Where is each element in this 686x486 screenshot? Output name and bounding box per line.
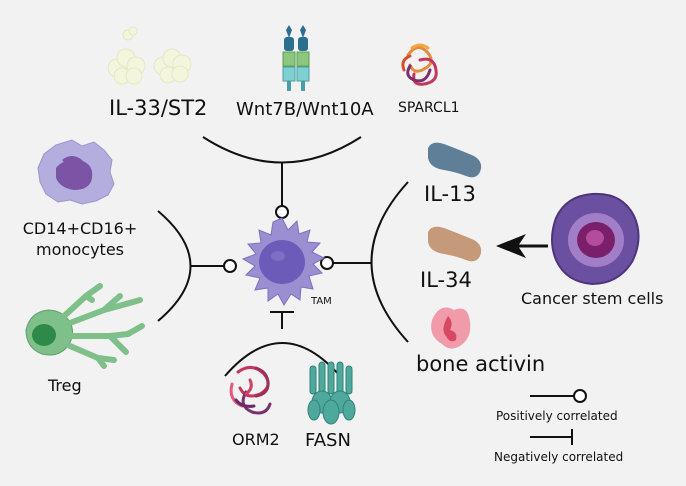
orm2-label: ORM2 (232, 430, 280, 449)
positive-marker-left (223, 259, 237, 273)
il33-st2-label: IL-33/ST2 (109, 96, 208, 120)
legend-positive-marker (530, 389, 587, 403)
tam-cell-illustration (241, 217, 326, 306)
connector-left (157, 210, 192, 322)
il34-label: IL-34 (420, 268, 472, 292)
monocyte-illustration (37, 139, 115, 205)
cd14-label-line2: monocytes (35, 240, 125, 259)
connector-right (370, 181, 409, 343)
wnt-receptor-illustration (282, 25, 310, 91)
positive-marker-right (320, 256, 334, 270)
treg-label: Treg (48, 376, 82, 395)
sparcl1-illustration (401, 43, 438, 86)
connector-top (202, 136, 362, 164)
cancer-stem-cells-label: Cancer stem cells (521, 289, 664, 308)
positive-marker-top (275, 205, 289, 219)
il34-illustration (428, 226, 482, 262)
tam-label: TAM (311, 296, 332, 307)
legend-negative-marker (530, 429, 573, 445)
sparcl1-label: SPARCL1 (398, 100, 460, 116)
cd14-label-line1: CD14+CD16+ (22, 219, 138, 238)
orm2-illustration (229, 366, 272, 415)
il13-label: IL-13 (424, 182, 476, 206)
il13-illustration (428, 142, 482, 178)
il33-st2-illustration (107, 26, 192, 85)
bone-activin-label: bone activin (416, 352, 546, 376)
arrow-csc-to-il34 (496, 234, 548, 258)
fasn-illustration (307, 361, 356, 425)
fasn-label: FASN (305, 430, 351, 451)
legend-positive-label: Positively correlated (496, 409, 618, 423)
legend-negative-label: Negatively correlated (494, 450, 624, 464)
connector-bottom (224, 342, 341, 377)
wnt-label: Wnt7B/Wnt10A (236, 99, 374, 120)
treg-illustration (25, 283, 145, 369)
cancer-stem-cell-illustration (551, 192, 640, 286)
bone-activin-illustration (431, 307, 471, 349)
